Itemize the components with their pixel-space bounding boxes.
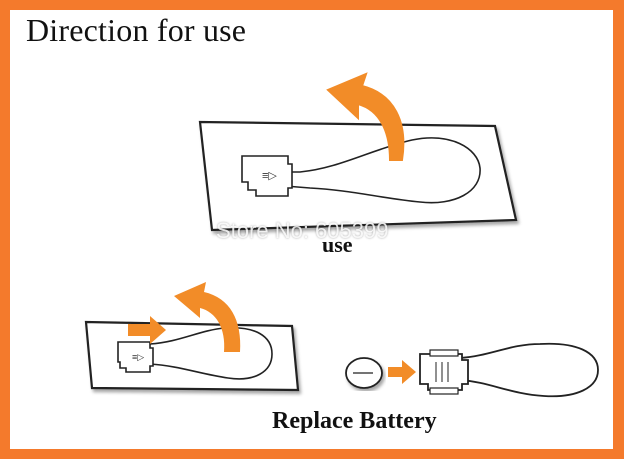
right-arrow-icon [128,316,166,344]
card-light-large: ≡▷ [198,120,518,232]
store-watermark: Store No: 605399 [216,218,389,243]
card-cutout [284,137,481,204]
right-arrow-icon [388,360,416,384]
diagram-illustration: ≡▷ ≡▷ [84,72,599,398]
card-light-small: ≡▷ [84,320,300,392]
module-head [419,353,469,391]
tab-arrow-mark: ≡▷ [132,352,144,362]
page-title: Direction for use [26,12,247,48]
light-tab [241,155,293,197]
light-module [419,342,599,398]
caption-replace-battery: Replace Battery [272,408,437,434]
light-tab [117,341,154,373]
coin-battery-icon [345,357,383,389]
curved-arrow-icon [326,72,405,161]
diagram-frame: Direction for use ≡▷ ≡▷ [10,10,613,449]
module-stem [459,342,599,398]
curved-arrow-icon [174,282,241,352]
card-cutout [149,326,273,380]
tab-arrow-mark: ≡▷ [262,170,277,182]
caption-use: use [322,232,353,257]
